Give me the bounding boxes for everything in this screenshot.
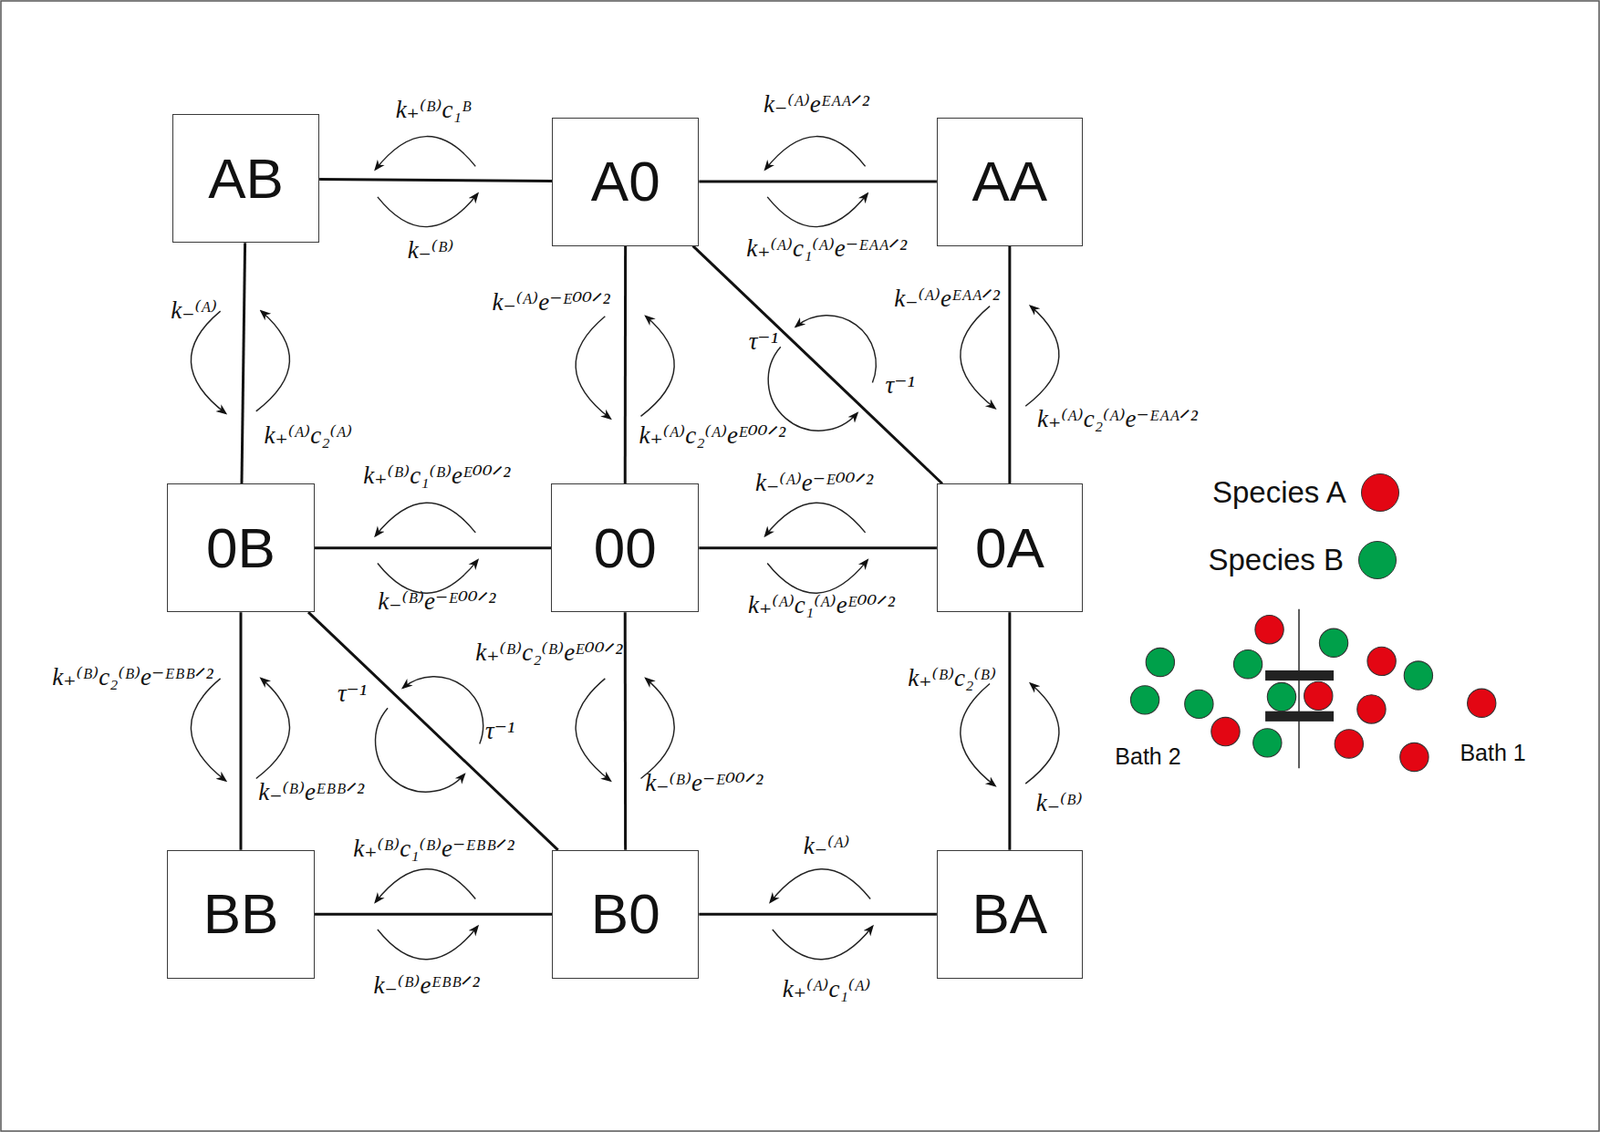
rate-constant: k₊⁽ᴬ⁾c₁⁽ᴬ⁾e⁻ᴱᴬᴬᐟ² — [746, 235, 907, 263]
rate-constant: τ⁻¹ — [748, 328, 779, 356]
state-box: 0B — [166, 483, 314, 613]
state-label: 00 — [593, 519, 657, 577]
rate-constant: k₋⁽ᴮ⁾e⁻ᴱ⁰⁰ᐟ² — [644, 769, 763, 798]
state-label: BA — [972, 885, 1049, 943]
bath-label: Bath 1 — [1459, 740, 1526, 767]
state-label: AB — [207, 150, 284, 208]
rate-constant: k₋⁽ᴮ⁾ — [1036, 790, 1083, 819]
transition-line — [1007, 612, 1011, 851]
state-label: AA — [972, 153, 1049, 210]
rate-arrows — [190, 311, 290, 414]
transition-line — [241, 242, 246, 484]
rate-constant: k₋⁽ᴮ⁾eᴱᴮᴮᐟ² — [374, 972, 480, 1000]
particle-a — [1367, 646, 1396, 676]
transition-line — [623, 246, 627, 485]
transition-line — [314, 913, 553, 916]
transition-line — [698, 180, 937, 184]
transition-line — [698, 913, 937, 916]
particle-b — [1184, 689, 1214, 718]
state-label: BB — [203, 885, 280, 943]
rate-constant: k₊⁽ᴬ⁾c₁⁽ᴬ⁾eᴱ⁰⁰ᐟ² — [748, 592, 895, 621]
rate-constant: τ⁻¹ — [885, 372, 915, 400]
particle-b — [1130, 685, 1159, 715]
rate-constant: k₋⁽ᴬ⁾e⁻ᴱ⁰⁰ᐟ² — [491, 289, 610, 317]
state-label: A0 — [591, 153, 661, 210]
rate-constant: k₋⁽ᴬ⁾ — [803, 833, 851, 862]
rate-constant: τ⁻¹ — [485, 717, 515, 746]
rate-constant: k₊⁽ᴬ⁾c₂⁽ᴬ⁾e⁻ᴱᴬᴬᐟ² — [1037, 405, 1198, 434]
rate-loop — [375, 676, 484, 792]
rate-constant: k₊⁽ᴬ⁾c₂⁽ᴬ⁾eᴱ⁰⁰ᐟ² — [638, 422, 786, 450]
rate-constant: k₋⁽ᴬ⁾ — [170, 297, 218, 325]
particle-a — [1304, 681, 1333, 710]
rate-constant: k₊⁽ᴬ⁾c₂⁽ᴬ⁾ — [264, 422, 354, 450]
state-box: AB — [172, 114, 320, 243]
rate-constant: k₊⁽ᴮ⁾c₂⁽ᴮ⁾e⁻ᴱᴮᴮᐟ² — [51, 664, 213, 692]
rate-constant: k₊⁽ᴬ⁾c₁⁽ᴬ⁾ — [782, 976, 872, 1004]
bath-illustration — [1130, 609, 1496, 772]
particle-a — [1211, 716, 1240, 746]
state-label: 0B — [206, 519, 276, 577]
rate-constant: k₊⁽ᴮ⁾c₂⁽ᴮ⁾ — [907, 664, 997, 693]
state-box: BA — [936, 850, 1083, 979]
rate-constant: k₊⁽ᴮ⁾c₂⁽ᴮ⁾eᴱ⁰⁰ᐟ² — [475, 639, 623, 667]
rate-constant: k₋⁽ᴮ⁾eᴱᴮᴮᐟ² — [258, 779, 364, 807]
particle-b — [1319, 628, 1348, 657]
transition-line — [1007, 246, 1011, 485]
state-label: B0 — [591, 885, 661, 943]
particle-b — [1233, 650, 1262, 679]
particle-b — [1403, 661, 1433, 690]
legend-swatch — [1361, 473, 1400, 512]
particle-a — [1255, 615, 1284, 645]
membrane-line — [1298, 609, 1299, 769]
state-box: A0 — [551, 117, 699, 247]
state-box: AA — [936, 117, 1083, 247]
transition-line — [623, 612, 627, 851]
legend-text: Species A — [1212, 475, 1347, 510]
transition-line — [698, 546, 937, 550]
rate-constant: k₊⁽ᴮ⁾c₁⁽ᴮ⁾e⁻ᴱᴮᴮᐟ² — [353, 835, 514, 863]
particle-a — [1400, 742, 1429, 771]
legend-entry: Species B — [1207, 540, 1397, 580]
particle-b — [1253, 728, 1282, 758]
channel-wall — [1265, 711, 1334, 722]
rate-constant: k₊⁽ᴮ⁾c₁⁽ᴮ⁾eᴱ⁰⁰ᐟ² — [363, 463, 510, 491]
state-label: 0A — [975, 519, 1045, 577]
legend-entry: Species A — [1212, 473, 1400, 512]
transition-line — [319, 178, 552, 181]
rate-constant: k₋⁽ᴬ⁾eᴱᴬᴬᐟ² — [893, 285, 1000, 313]
particle-a — [1334, 729, 1363, 759]
rate-constant: τ⁻¹ — [337, 680, 367, 708]
particle-a — [1357, 695, 1386, 724]
transition-line — [238, 612, 242, 851]
state-box: 00 — [550, 483, 699, 613]
particle-b — [1145, 647, 1175, 676]
state-box: BB — [166, 850, 314, 979]
rate-constant: k₋⁽ᴬ⁾e⁻ᴱ⁰⁰ᐟ² — [755, 469, 873, 498]
rate-constant: k₋⁽ᴬ⁾eᴱᴬᴬᐟ² — [763, 91, 870, 119]
particle-b — [1267, 682, 1296, 711]
legend-text: Species B — [1207, 542, 1344, 578]
legend-swatch — [1358, 540, 1397, 580]
rate-constant: k₋⁽ᴮ⁾ — [407, 237, 455, 265]
state-box: B0 — [551, 850, 699, 979]
particle-a — [1467, 688, 1497, 717]
channel-wall — [1265, 670, 1334, 681]
rate-constant: k₋⁽ᴮ⁾e⁻ᴱ⁰⁰ᐟ² — [377, 588, 496, 616]
rate-constant: k₊⁽ᴮ⁾c₁ᴮ — [395, 96, 473, 125]
bath-label: Bath 2 — [1114, 744, 1181, 770]
state-box: 0A — [936, 483, 1083, 613]
transition-line — [314, 546, 552, 550]
